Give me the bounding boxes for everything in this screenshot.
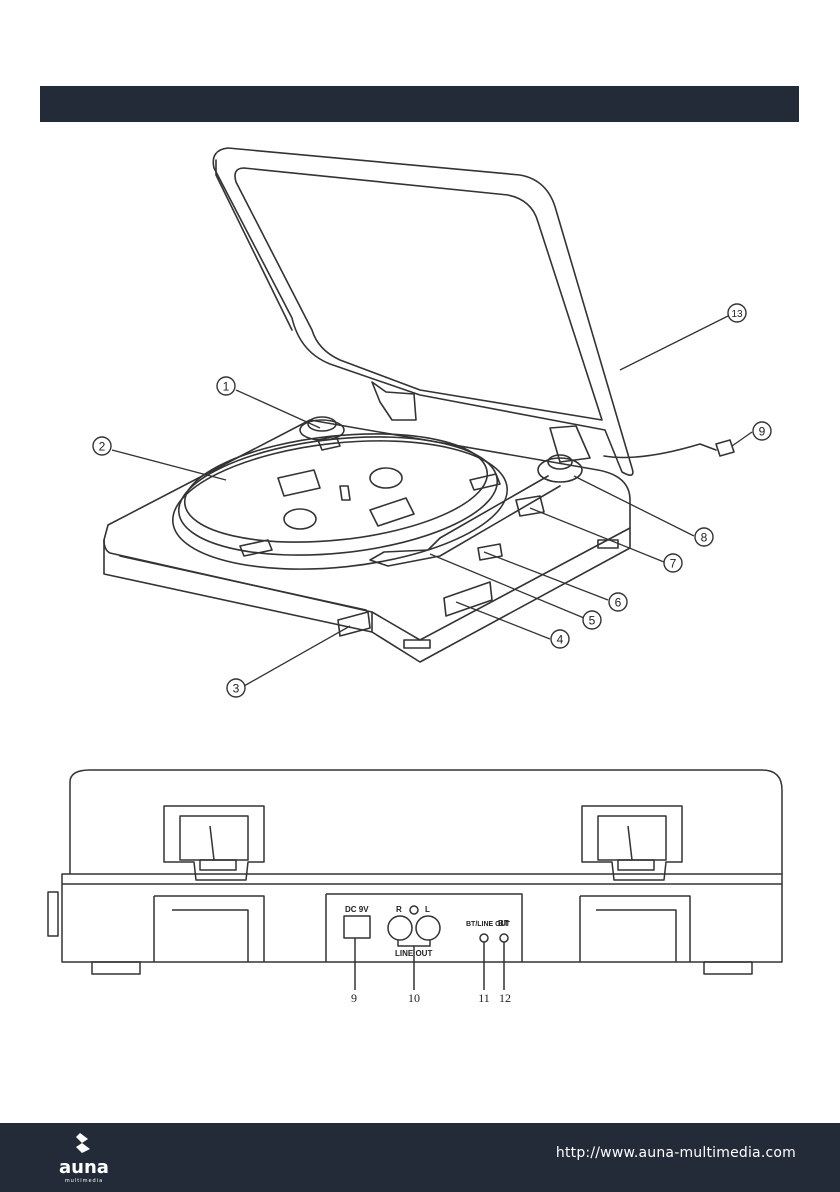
bt-label: BT [498, 919, 509, 928]
rear-callout-10: 10 [408, 991, 420, 1005]
line-out-label: LINE OUT [395, 949, 432, 958]
page-footer: auna multimedia http://www.auna-multimed… [0, 1123, 840, 1192]
rear-callout-12: 12 [499, 991, 511, 1005]
l-jack-label: L [425, 905, 430, 914]
rear-callout-9: 9 [351, 991, 357, 1005]
auna-logo: auna multimedia [44, 1129, 124, 1185]
r-jack-label: R [396, 905, 402, 914]
rear-callout-11: 11 [478, 991, 490, 1005]
svg-text:multimedia: multimedia [65, 1178, 103, 1184]
website-url[interactable]: http://www.auna-multimedia.com [556, 1145, 796, 1161]
svg-text:auna: auna [59, 1157, 109, 1178]
rear-panel-diagram: DC 9V R L LINE OUT BT/LINE OUT BT 9 10 1… [0, 0, 840, 1120]
dc-jack-label: DC 9V [345, 905, 369, 914]
